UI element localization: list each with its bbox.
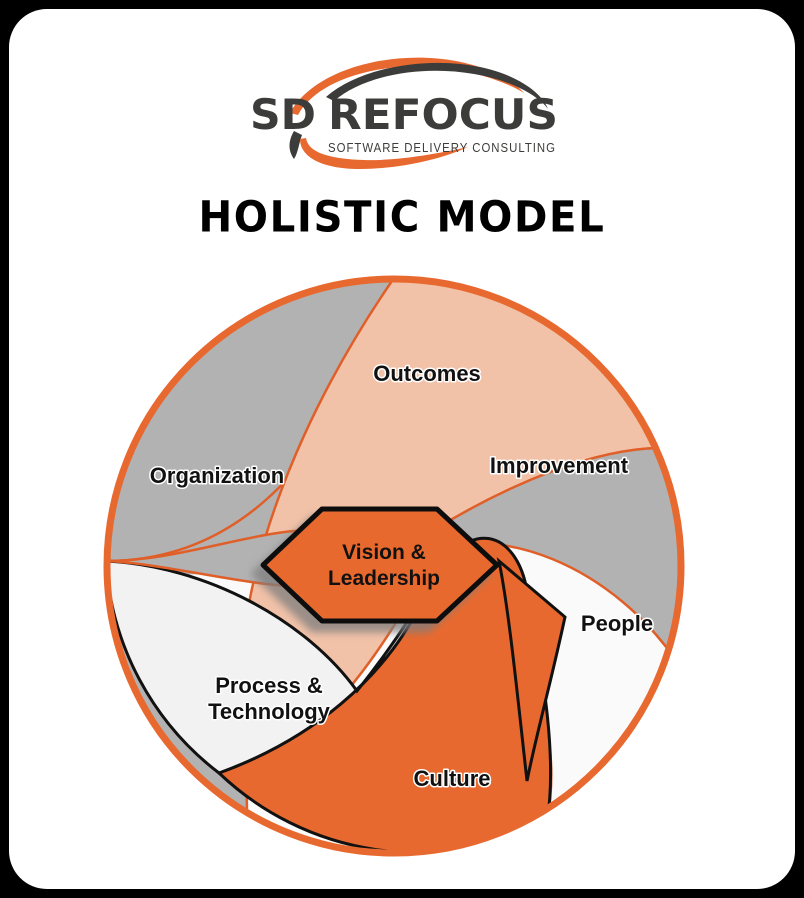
logo-swoosh-dark-top [326,62,548,109]
label-process-technology-line1: Process & [215,673,323,698]
logo-swoosh-orange-bottom [300,138,468,169]
label-people: People [581,611,653,636]
page-title-text: HOLISTIC MODEL [198,192,606,242]
segment-culture-leading-edge[interactable] [496,557,567,782]
content-card: SD REFOCUS SOFTWARE DELIVERY CONSULTING … [9,9,795,889]
center-hexagon-label-line1: Vision & [342,541,426,564]
diagram-outer-ring [103,275,685,857]
label-process-technology-line2: Technology [208,699,331,724]
diagram-container: Outcomes Improvement People Culture Proc… [9,261,795,881]
logo-block: SD REFOCUS SOFTWARE DELIVERY CONSULTING [9,53,795,175]
logo-swoosh-orange-top [290,57,524,115]
center-hexagon[interactable] [260,506,500,624]
sd-refocus-logo: SD REFOCUS SOFTWARE DELIVERY CONSULTING [250,57,558,169]
center-hexagon-label-line2: Leadership [328,567,440,590]
label-improvement: Improvement [490,453,629,478]
logo-word-refocus: REFOCUS [328,90,558,139]
logo-swoosh-dark-bottom [289,131,302,159]
label-organization: Organization [150,463,284,488]
label-outcomes: Outcomes [373,361,481,386]
logo-word-sd: SD [250,90,316,139]
holistic-model-iris-diagram: Outcomes Improvement People Culture Proc… [103,275,685,857]
logo-tagline: SOFTWARE DELIVERY CONSULTING [328,141,556,155]
center-hexagon-group[interactable] [260,506,500,624]
segment-process-technology[interactable] [106,559,429,775]
page-title: HOLISTIC MODEL [9,192,795,242]
label-culture: Culture [414,766,491,791]
